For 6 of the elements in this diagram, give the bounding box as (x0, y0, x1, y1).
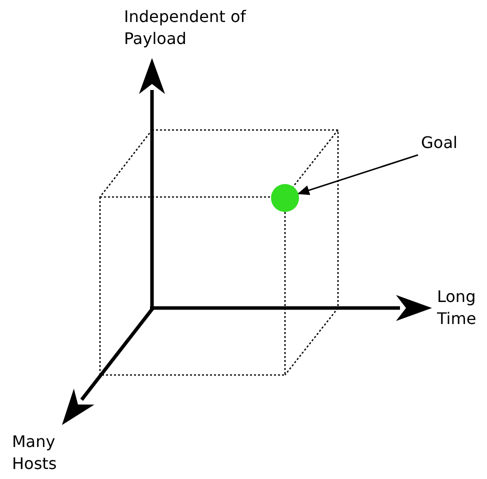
goal-dot (271, 184, 299, 212)
leader-arrow (297, 154, 418, 196)
axis-label: Independent of Payload (124, 6, 248, 50)
axis-label: Long Time (437, 286, 478, 330)
goal-label: Goal (421, 132, 467, 154)
axis-label: Many Hosts (12, 431, 58, 475)
